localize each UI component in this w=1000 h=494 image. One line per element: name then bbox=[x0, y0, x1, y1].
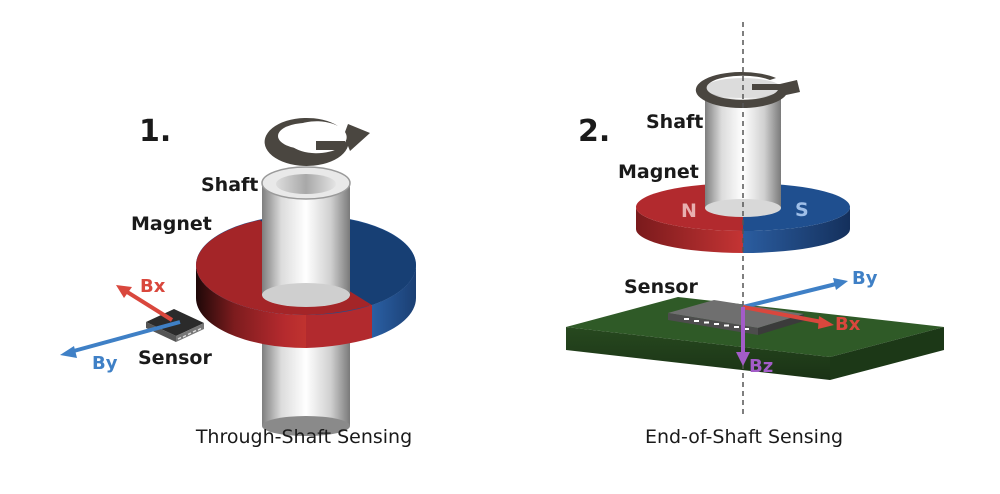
shaft-label-1: Shaft bbox=[201, 174, 258, 196]
bx-arrow-2 bbox=[742, 305, 823, 324]
bx-label-2: Bx bbox=[835, 314, 861, 335]
magnet-label-1: Magnet bbox=[131, 213, 212, 235]
end-of-shaft-diagram: 2. Shaft Magnet N S Sensor By Bx Bz End-… bbox=[566, 22, 944, 448]
by-arrowhead-1 bbox=[60, 346, 77, 358]
magnet-label-2: Magnet bbox=[618, 161, 699, 183]
grip-symbol bbox=[264, 117, 370, 166]
bz-label-2: Bz bbox=[749, 356, 773, 377]
by-label-1: By bbox=[92, 353, 118, 374]
grip-symbol-2 bbox=[695, 72, 800, 109]
sensor-label-2: Sensor bbox=[624, 276, 698, 298]
diagram-number-2: 2. bbox=[578, 114, 610, 149]
upper-shaft bbox=[261, 166, 351, 307]
caption-through-shaft: Through-Shaft Sensing bbox=[195, 426, 412, 448]
shaft-label-2: Shaft bbox=[646, 111, 703, 133]
sensor-label-1: Sensor bbox=[138, 347, 212, 369]
sensor-chip bbox=[146, 309, 204, 342]
axis-arrows-1 bbox=[60, 285, 181, 358]
bz-arrowhead-2 bbox=[736, 352, 750, 366]
bx-arrow-1 bbox=[122, 288, 174, 322]
caption-end-of-shaft: End-of-Shaft Sensing bbox=[645, 426, 843, 448]
by-arrow-2 bbox=[742, 282, 837, 309]
north-pole-label: N bbox=[681, 200, 697, 222]
bx-label-1: Bx bbox=[140, 276, 166, 297]
bx-arrowhead-1 bbox=[116, 285, 132, 298]
axis-arrows-2 bbox=[736, 278, 848, 366]
by-arrow-1 bbox=[69, 320, 181, 354]
bx-arrowhead-2 bbox=[818, 316, 834, 329]
diagram-number-1: 1. bbox=[139, 114, 171, 149]
through-shaft-diagram: 1. Shaft Magnet Bx By Sensor Through-Sha… bbox=[60, 114, 416, 448]
south-pole-label: S bbox=[795, 199, 809, 221]
sensor-chip-2 bbox=[668, 300, 804, 335]
by-label-2: By bbox=[852, 268, 878, 289]
by-arrowhead-2 bbox=[833, 278, 848, 290]
